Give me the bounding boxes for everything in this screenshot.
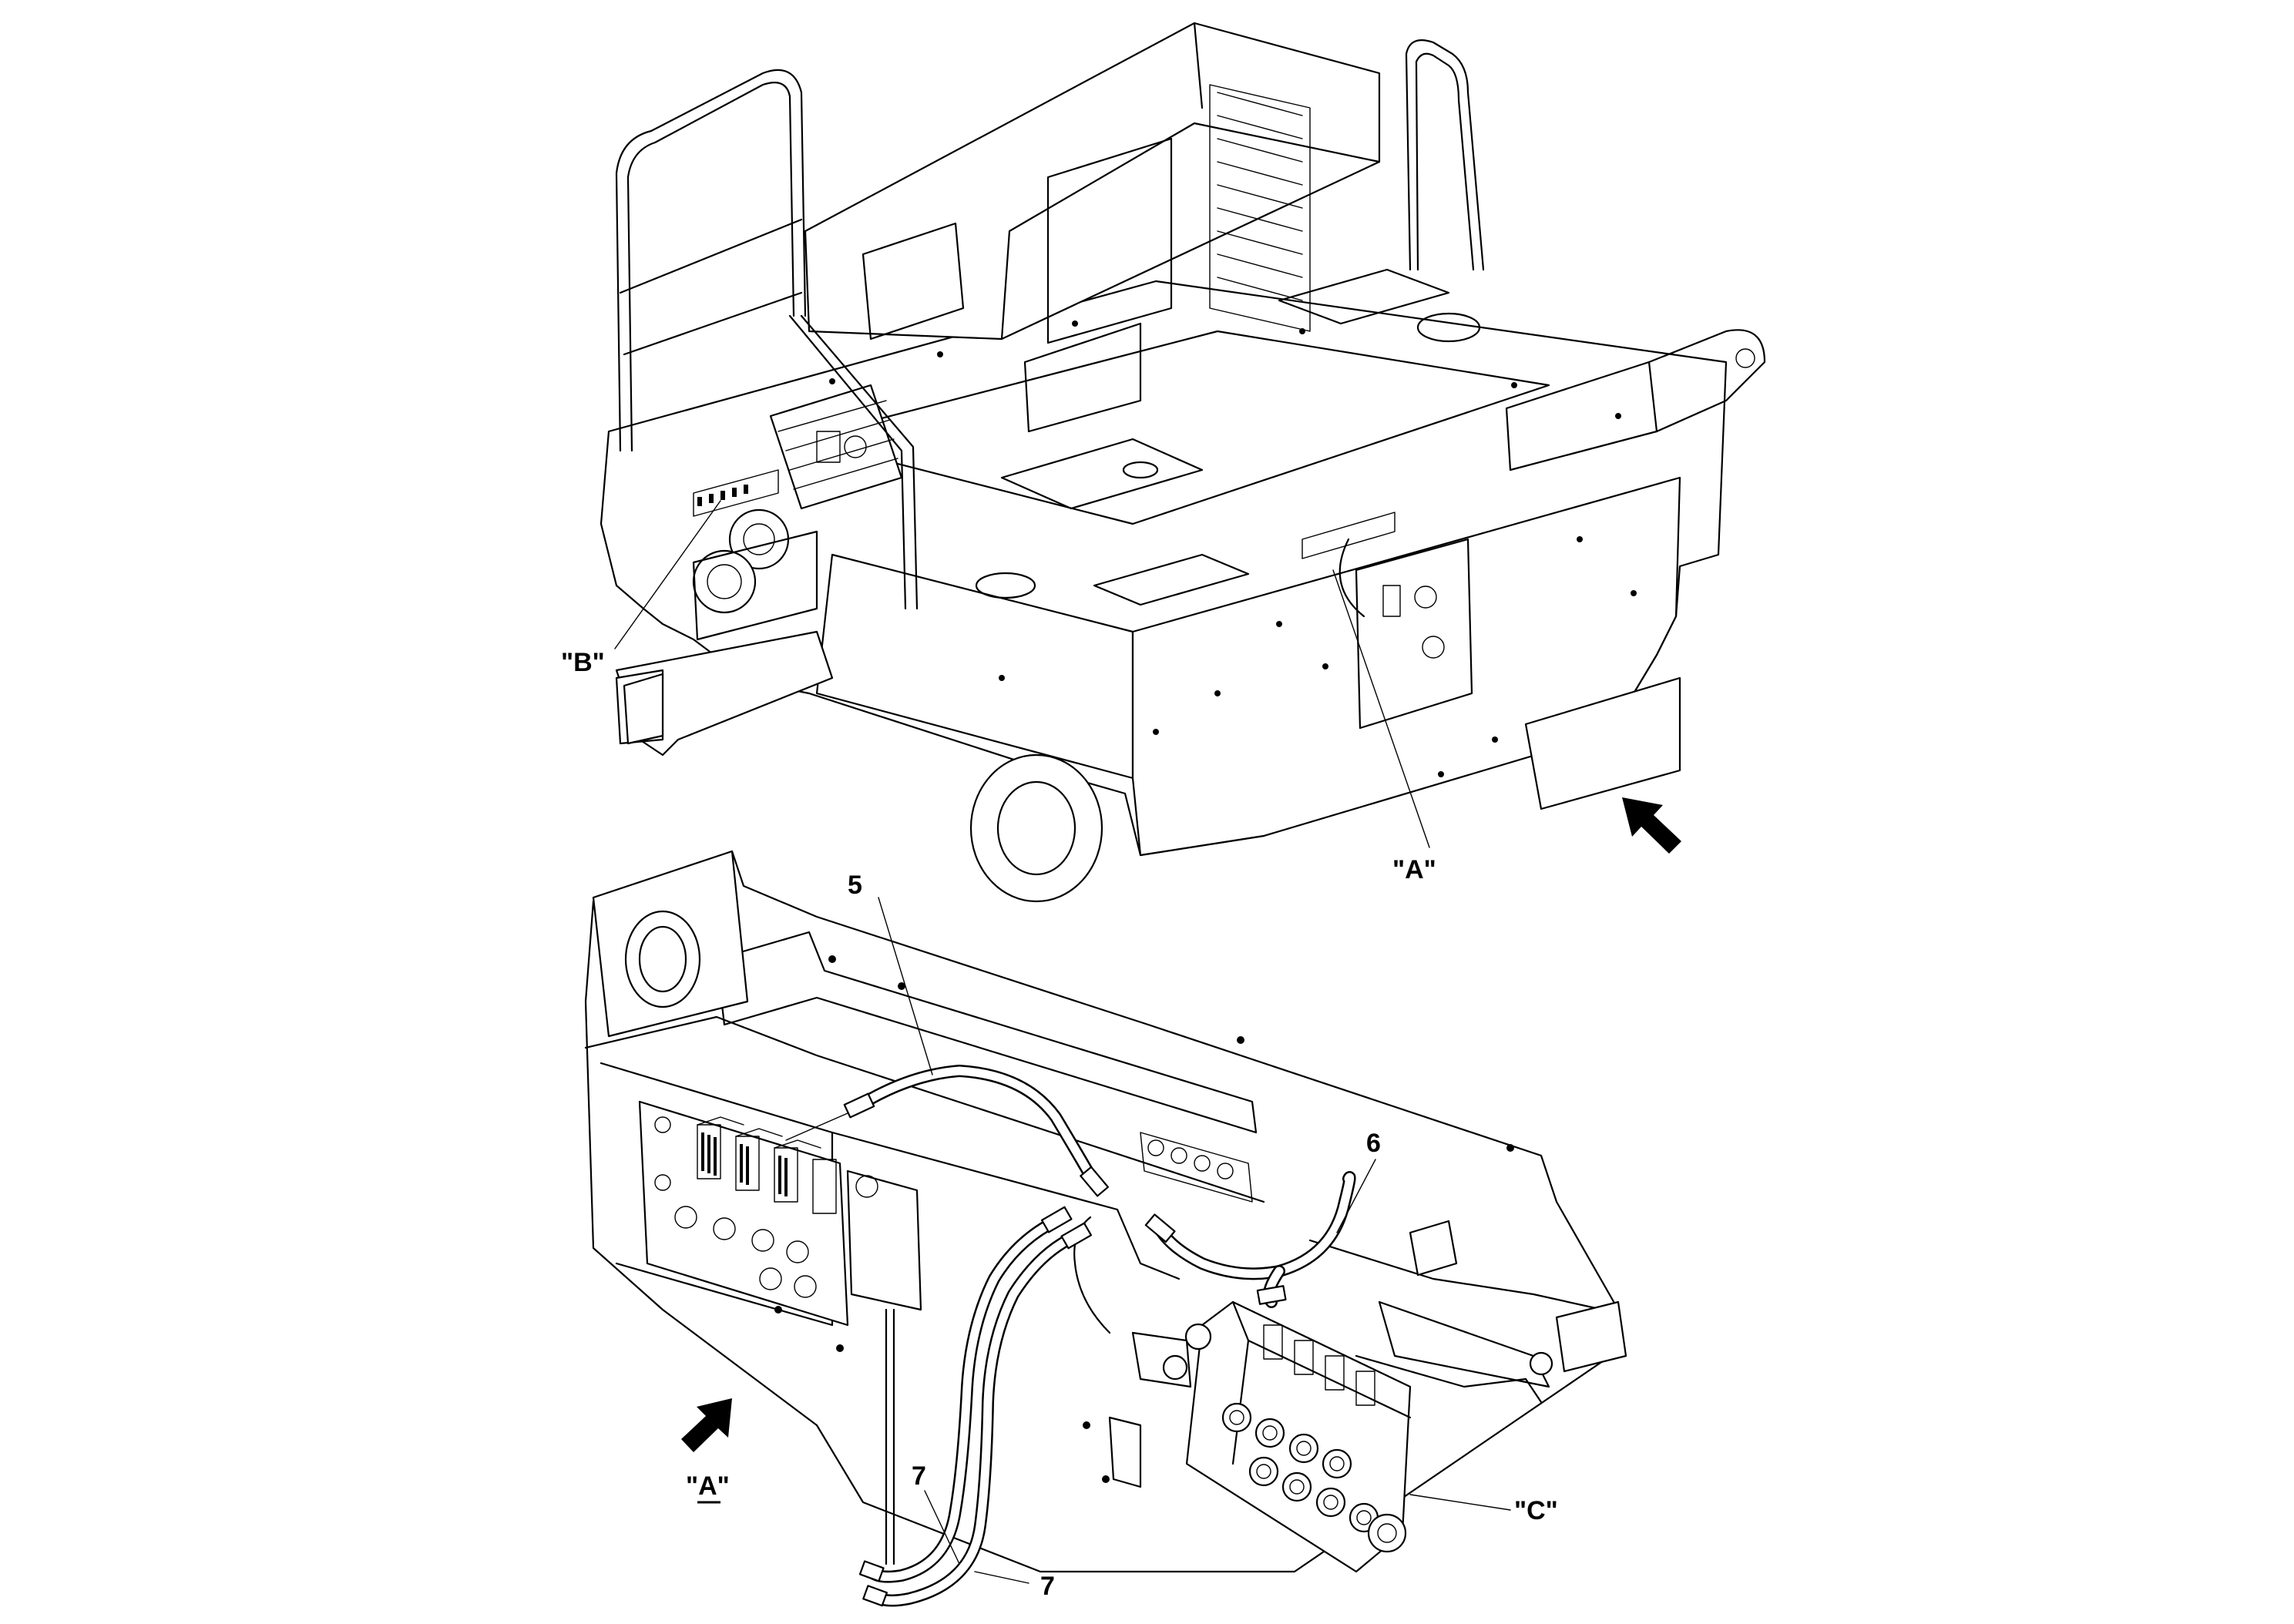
label-A-view: "A" [686, 1471, 730, 1501]
hose-5 [785, 1065, 1110, 1197]
left-handrail [615, 69, 919, 610]
valve-block-C [1108, 1300, 1412, 1573]
callout-5: 5 [848, 871, 933, 1075]
label-C: "C" [1514, 1496, 1558, 1525]
callout-7-lower: 7 [974, 1571, 1055, 1601]
label-A-top: "A" [1392, 855, 1436, 884]
label-item-7-lower: 7 [1040, 1572, 1055, 1601]
view-label-A: "A" [686, 1471, 730, 1504]
callout-6: 6 [1336, 1129, 1381, 1233]
pump-assembly [692, 469, 818, 641]
right-handrail [1405, 39, 1485, 271]
label-item-5: 5 [848, 871, 862, 900]
detail-A-view [584, 850, 1627, 1607]
machine-frame-overview [600, 22, 1766, 903]
hose-7-pair [858, 1206, 1111, 1607]
callout-C: "C" [1409, 1494, 1558, 1525]
label-item-7-upper: 7 [912, 1461, 926, 1491]
label-item-6: 6 [1366, 1129, 1381, 1158]
callout-7-upper: 7 [912, 1461, 960, 1565]
callout-A-top: "A" [1332, 569, 1436, 884]
label-B: "B" [561, 648, 605, 677]
callout-B: "B" [561, 500, 721, 677]
view-direction-arrow-bottom [681, 1398, 732, 1452]
hose-6 [1144, 1171, 1356, 1308]
view-direction-arrow-top [1622, 797, 1681, 854]
